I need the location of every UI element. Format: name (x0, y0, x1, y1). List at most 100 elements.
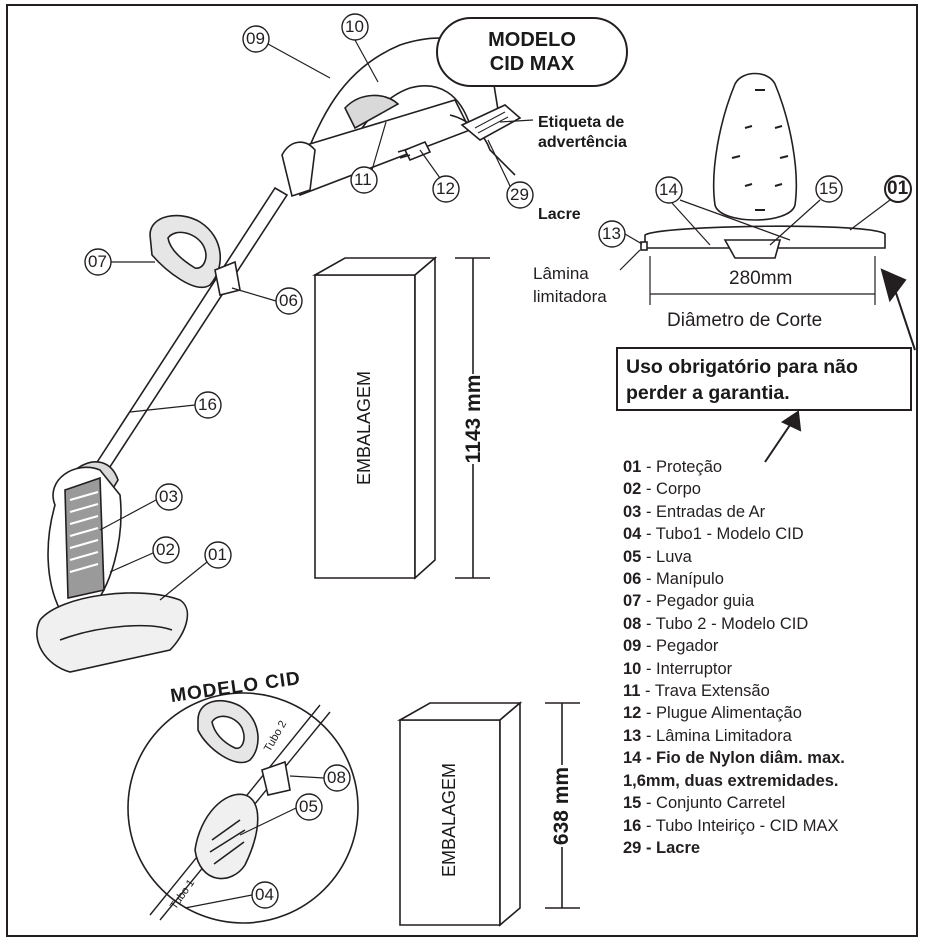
trimmer-illustration (36, 37, 522, 673)
callout-11: 11 (354, 170, 372, 189)
seal-label: Lacre (538, 206, 581, 223)
legend-code: 12 (623, 704, 642, 723)
callout-12: 12 (436, 179, 455, 198)
legend-item: 07 - Pegador guia (623, 590, 845, 612)
legend-text: - Interruptor (641, 659, 733, 678)
legend-text: - Conjunto Carretel (641, 794, 786, 813)
legend-text: - Luva (641, 547, 692, 566)
legend-code: 16 (623, 816, 642, 835)
legend-text: 1,6mm, duas extremidades. (623, 771, 839, 790)
package-large-dimension: 1143 mm (462, 374, 488, 464)
callout-03: 03 (159, 487, 178, 506)
legend-text: - Proteção (641, 458, 723, 476)
legend-item: 11 - Trava Extensão (623, 680, 845, 702)
model-badge: MODELO CID MAX (436, 17, 628, 87)
legend-text: - Entradas de Ar (641, 502, 766, 521)
legend-text: - Tubo1 - Modelo CID (641, 525, 804, 544)
legend-text: - Tubo Inteiriço - CID MAX (641, 816, 839, 835)
cut-diameter-label: Diâmetro de Corte (667, 310, 823, 331)
callout-circles (84, 13, 534, 569)
callout-01: 01 (208, 545, 227, 564)
warning-label-line2: advertência (538, 134, 627, 151)
callout-29: 29 (510, 185, 529, 204)
legend-item: 12 - Plugue Alimentação (623, 702, 845, 724)
legend-item: 08 - Tubo 2 - Modelo CID (623, 613, 845, 635)
legend-text: - Pegador (641, 637, 719, 656)
legend-item: 06 - Manípulo (623, 568, 845, 590)
package-large (311, 256, 490, 580)
blade-label-line1: Lâmina (533, 264, 589, 283)
callout-04: 04 (255, 885, 274, 904)
model-badge-line1: MODELO (488, 29, 576, 51)
callout-07: 07 (88, 252, 107, 271)
legend-item: 03 - Entradas de Ar (623, 501, 845, 523)
blade-label: Lâmina limitadora (533, 262, 607, 308)
head-leaders (619, 199, 891, 305)
callout-10: 10 (345, 17, 364, 36)
callout-13: 13 (602, 224, 621, 243)
page-frame (6, 4, 918, 937)
callout-01-head: 01 (887, 178, 909, 199)
model-badge-line2: CID MAX (489, 53, 575, 75)
legend-text: - Plugue Alimentação (641, 704, 802, 723)
legend-code: 06 (623, 570, 642, 589)
legend-item: 16 - Tubo Inteiriço - CID MAX (623, 815, 845, 837)
legend-item: 13 - Lâmina Limitadora (623, 725, 845, 747)
head-callouts (598, 175, 912, 248)
legend-item: 1,6mm, duas extremidades. (623, 770, 845, 792)
legend-text: - Lacre (641, 838, 701, 857)
legend-item: 10 - Interruptor (623, 658, 845, 680)
legend-text: - Trava Extensão (640, 682, 770, 701)
package-small-dimension: 638 mm (550, 765, 576, 847)
callout-15: 15 (819, 179, 838, 198)
legend-code: 10 (623, 659, 642, 678)
legend-item: 02 - Corpo (623, 478, 845, 500)
callout-05: 05 (299, 797, 318, 816)
legend-code: 11 (623, 682, 641, 701)
legend-code: 03 (623, 502, 642, 521)
cid-leaders (184, 775, 325, 909)
legend-code: 08 (623, 614, 642, 633)
legend-code: 04 (623, 525, 642, 544)
legend-text: - Manípulo (641, 570, 724, 589)
callout-06: 06 (279, 291, 298, 310)
legend-code: 14 (623, 749, 642, 768)
legend-text: - Pegador guia (641, 592, 755, 611)
warranty-warning-line1: Uso obrigatório para não (626, 356, 858, 378)
legend-code: 02 (623, 480, 642, 499)
callout-leaders (99, 39, 534, 601)
cut-width-label: 280mm (729, 268, 793, 289)
legend-text: - Lâmina Limitadora (641, 726, 792, 745)
callout-02: 02 (156, 540, 175, 559)
legend-text: - Corpo (641, 480, 701, 499)
warning-arrows (764, 268, 916, 463)
cid-model-detail (127, 692, 359, 924)
legend-item: 15 - Conjunto Carretel (623, 792, 845, 814)
warning-label-annotation: Etiqueta de advertência (538, 113, 627, 153)
legend-item: 09 - Pegador (623, 635, 845, 657)
cid-callouts (251, 764, 351, 909)
legend-code: 07 (623, 592, 642, 611)
legend-item: 05 - Luva (623, 546, 845, 568)
callout-08: 08 (327, 768, 346, 787)
blade-label-line2: limitadora (533, 287, 607, 306)
warranty-warning-line2: perder a garantia. (626, 382, 790, 404)
callout-14: 14 (659, 180, 678, 199)
legend-code: 05 (623, 547, 642, 566)
legend-code: 13 (623, 726, 642, 745)
legend-item: 29 - Lacre (623, 837, 845, 859)
warranty-warning-box: Uso obrigatório para não perder a garant… (616, 347, 912, 411)
legend-item: 04 - Tubo1 - Modelo CID (623, 523, 845, 545)
trimmer-head-detail (640, 72, 886, 259)
package-small (396, 701, 580, 927)
legend-code: 29 (623, 838, 642, 857)
legend-code: 09 (623, 637, 642, 656)
package-small-label: EMBALAGEM (439, 762, 459, 878)
warning-label-line1: Etiqueta de (538, 114, 625, 131)
legend-text: - Fio de Nylon diâm. max. (641, 749, 845, 768)
legend-text: - Tubo 2 - Modelo CID (641, 614, 809, 633)
legend-code: 01 (623, 458, 642, 476)
package-large-label: EMBALAGEM (354, 370, 374, 486)
